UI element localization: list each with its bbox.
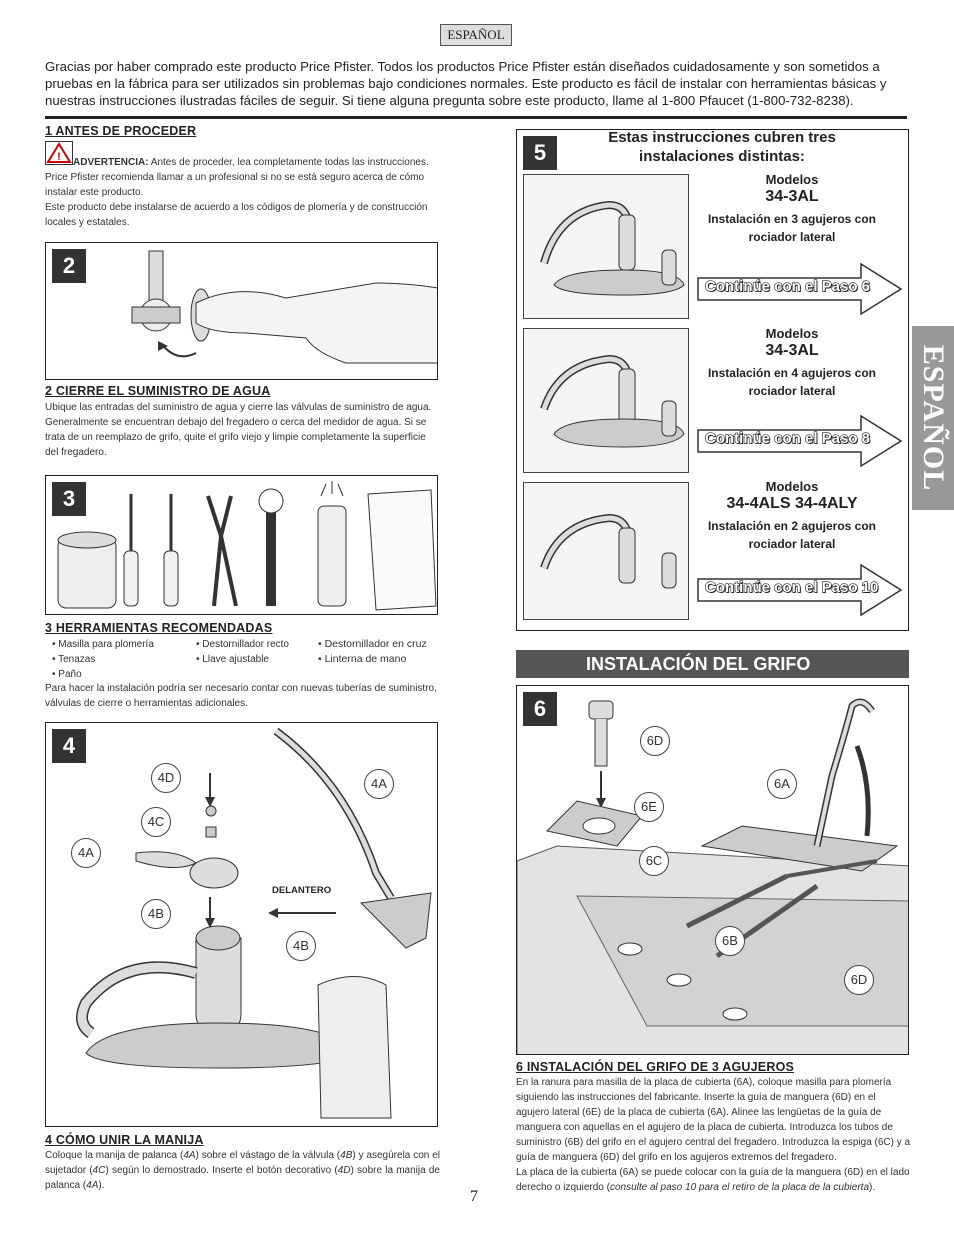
step1-warning: ADVERTENCIA: Antes de proceder, lea comp… — [45, 157, 429, 198]
step1-note: Este producto debe instalarse de acuerdo… — [45, 202, 428, 228]
step3-number: 3 — [52, 482, 86, 516]
tools-list-col2: • Destornillador recto • Llave ajustable — [196, 637, 316, 667]
step4-text: Coloque la manija de palanca (4A) sobre … — [45, 1150, 440, 1191]
tools-list-col3: • Destornillador en cruz • Linterna de m… — [318, 637, 443, 667]
step6-text: En la ranura para masilla de la placa de… — [516, 1075, 911, 1195]
intro-paragraph: Gracias por haber comprado este producto… — [45, 59, 887, 108]
model3-image — [523, 482, 689, 620]
language-tag: ESPAÑOL — [440, 24, 512, 46]
callout-6a: 6A — [767, 769, 797, 799]
tool-item: • Masilla para plomería — [52, 639, 154, 650]
step3-note: Para hacer la instalación podría ser nec… — [45, 683, 437, 709]
callout-4a-right: 4A — [364, 769, 394, 799]
tool-item: • Destornillador en cruz — [318, 638, 427, 650]
continue-step8-arrow: Continúe con el Paso 8 — [697, 415, 903, 467]
step2-title: 2 CIERRE EL SUMINISTRO DE AGUA — [45, 384, 271, 398]
step6-paragraph2: La placa de la cubierta (6A) se puede co… — [516, 1167, 910, 1193]
tools-list-col1: • Masilla para plomería • Tenazas • Paño — [52, 637, 192, 682]
tool-item: • Destornillador recto — [196, 639, 289, 650]
step2-number: 2 — [52, 249, 86, 283]
callout-6c: 6C — [639, 846, 669, 876]
step3-title: 3 HERRAMIENTAS RECOMENDADAS — [45, 621, 273, 635]
callout-4d: 4D — [151, 763, 181, 793]
model1-image — [523, 174, 689, 319]
step6-number: 6 — [523, 692, 557, 726]
language-side-tab: ESPAÑOL — [912, 326, 954, 510]
continue-step10-arrow: Continúe con el Paso 10 — [697, 564, 903, 616]
callout-4b-left: 4B — [141, 899, 171, 929]
model3-label: Modelos — [765, 479, 819, 494]
step5-header: Estas instrucciones cubren tres instalac… — [608, 129, 836, 165]
model1-desc: Instalación en 3 agujeros con rociador l… — [707, 212, 877, 244]
model2-image — [523, 328, 689, 473]
callout-4c: 4C — [141, 807, 171, 837]
page-number: 7 — [470, 1188, 478, 1205]
step4-title: 4 CÓMO UNIR LA MANIJA — [45, 1133, 204, 1147]
step5-models-panel: 5 Estas instrucciones cubren tres instal… — [516, 129, 909, 631]
callout-4a-left: 4A — [71, 838, 101, 868]
model2-label: Modelos — [765, 326, 819, 341]
step2-text: Ubique las entradas del suministro de ag… — [45, 402, 432, 458]
step5-number: 5 — [523, 136, 557, 170]
section-title-bar: INSTALACIÓN DEL GRIFO — [516, 650, 909, 678]
tool-item: • Paño — [52, 669, 82, 680]
callout-6d-top: 6D — [640, 726, 670, 756]
tool-item: • Tenazas — [52, 654, 96, 665]
step2-illustration: 2 — [45, 242, 438, 380]
step4-illustration: 4 4D 4C 4A 4B 4A 4B DELANTERO — [45, 722, 438, 1127]
tool-item: • Linterna de mano — [318, 653, 407, 665]
model2-desc: Instalación en 4 agujeros con rociador l… — [707, 366, 877, 398]
tool-item: • Llave ajustable — [196, 654, 269, 665]
step6-illustration: 6 6D 6E 6C 6A 6B 6D — [516, 685, 909, 1055]
continue-step6-arrow: Continúe con el Paso 6 — [697, 263, 903, 315]
model1-label: Modelos — [765, 172, 819, 187]
header-divider — [45, 116, 907, 119]
step4-number: 4 — [52, 729, 86, 763]
callout-6b: 6B — [715, 926, 745, 956]
step6-title: 6 INSTALACIÓN DEL GRIFO DE 3 AGUJEROS — [516, 1060, 795, 1074]
step3-tools-illustration: 3 — [45, 475, 438, 615]
step6-paragraph1: En la ranura para masilla de la placa de… — [516, 1077, 911, 1163]
front-label: DELANTERO — [272, 885, 332, 896]
model2-code: 34-3AL — [765, 342, 819, 359]
callout-4b-right: 4B — [286, 931, 316, 961]
warning-icon: ! — [45, 141, 73, 165]
model1-code: 34-3AL — [765, 188, 819, 205]
callout-6d-bottom: 6D — [844, 965, 874, 995]
model3-code: 34-4ALS 34-4ALY — [726, 495, 858, 512]
model3-desc: Instalación en 2 agujeros con rociador l… — [707, 519, 877, 551]
svg-text:!: ! — [57, 151, 61, 163]
step1-title: 1 ANTES DE PROCEDER — [45, 124, 197, 138]
callout-6e: 6E — [634, 792, 664, 822]
